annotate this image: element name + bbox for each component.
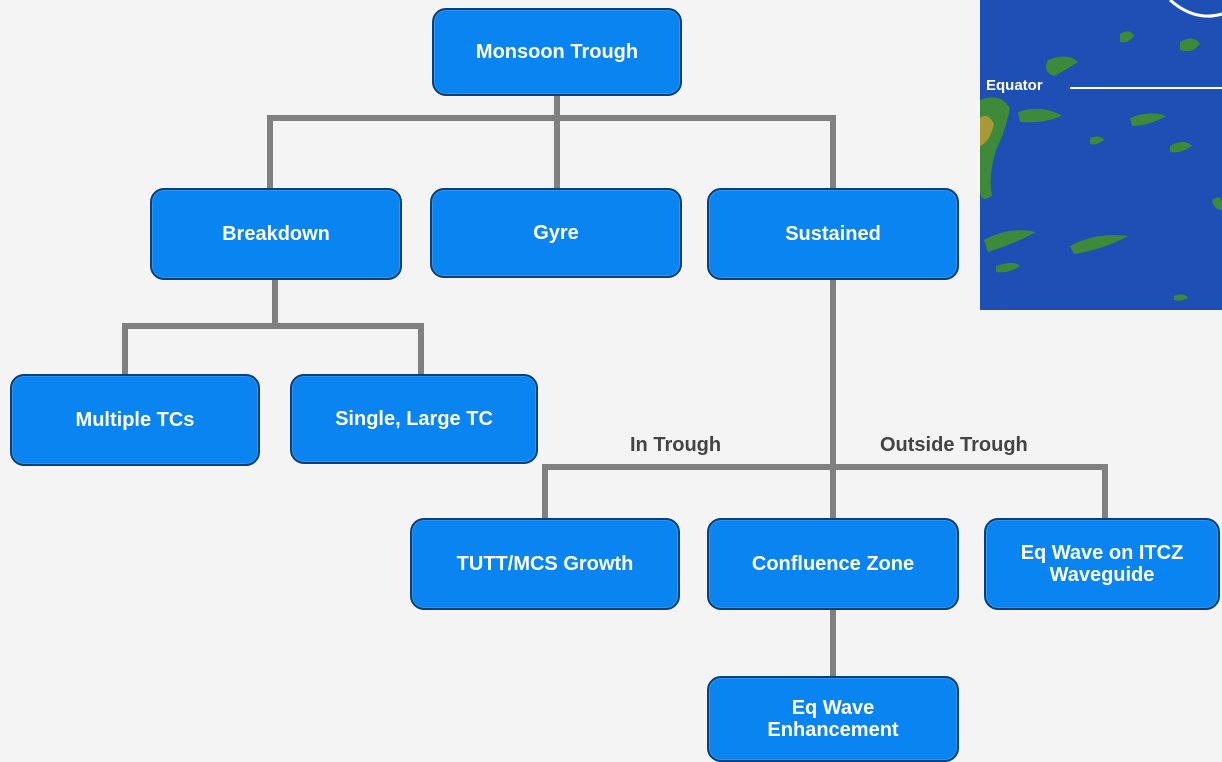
equator-label: Equator [986, 77, 1043, 94]
island-arc-2 [1018, 108, 1062, 123]
node-gyre: Gyre [430, 188, 682, 278]
node-tutt-mcs-growth: TUTT/MCS Growth [410, 518, 680, 610]
island-west [980, 97, 1010, 199]
label-outside-trough: Outside Trough [880, 434, 1028, 456]
node-single-large-tc: Single, Large TC [290, 374, 538, 464]
island-south-3 [996, 263, 1020, 273]
node-monsoon-trough: Monsoon Trough [432, 8, 682, 96]
island-small-2 [1174, 294, 1188, 301]
node-eq-wave-itcz: Eq Wave on ITCZ Waveguide [984, 518, 1220, 610]
island-east-1 [1130, 113, 1166, 126]
island-arc-1 [1046, 56, 1078, 76]
node-sustained: Sustained [707, 188, 959, 280]
island-east-3 [1180, 38, 1200, 52]
island-small-1 [1090, 136, 1104, 145]
island-north [1120, 31, 1134, 43]
map-graphic [980, 0, 1222, 301]
node-breakdown: Breakdown [150, 188, 402, 280]
map-inset: Equator [980, 0, 1222, 310]
map-arc [1169, 0, 1222, 18]
node-confluence-zone: Confluence Zone [707, 518, 959, 610]
island-south-2 [1070, 235, 1128, 254]
node-multiple-tcs: Multiple TCs [10, 374, 260, 466]
island-east-4 [1212, 197, 1222, 210]
island-south-1 [984, 230, 1036, 252]
island-east-2 [1170, 142, 1192, 153]
label-in-trough: In Trough [630, 434, 722, 456]
node-eq-wave-enhancement: Eq Wave Enhancement [707, 676, 959, 762]
